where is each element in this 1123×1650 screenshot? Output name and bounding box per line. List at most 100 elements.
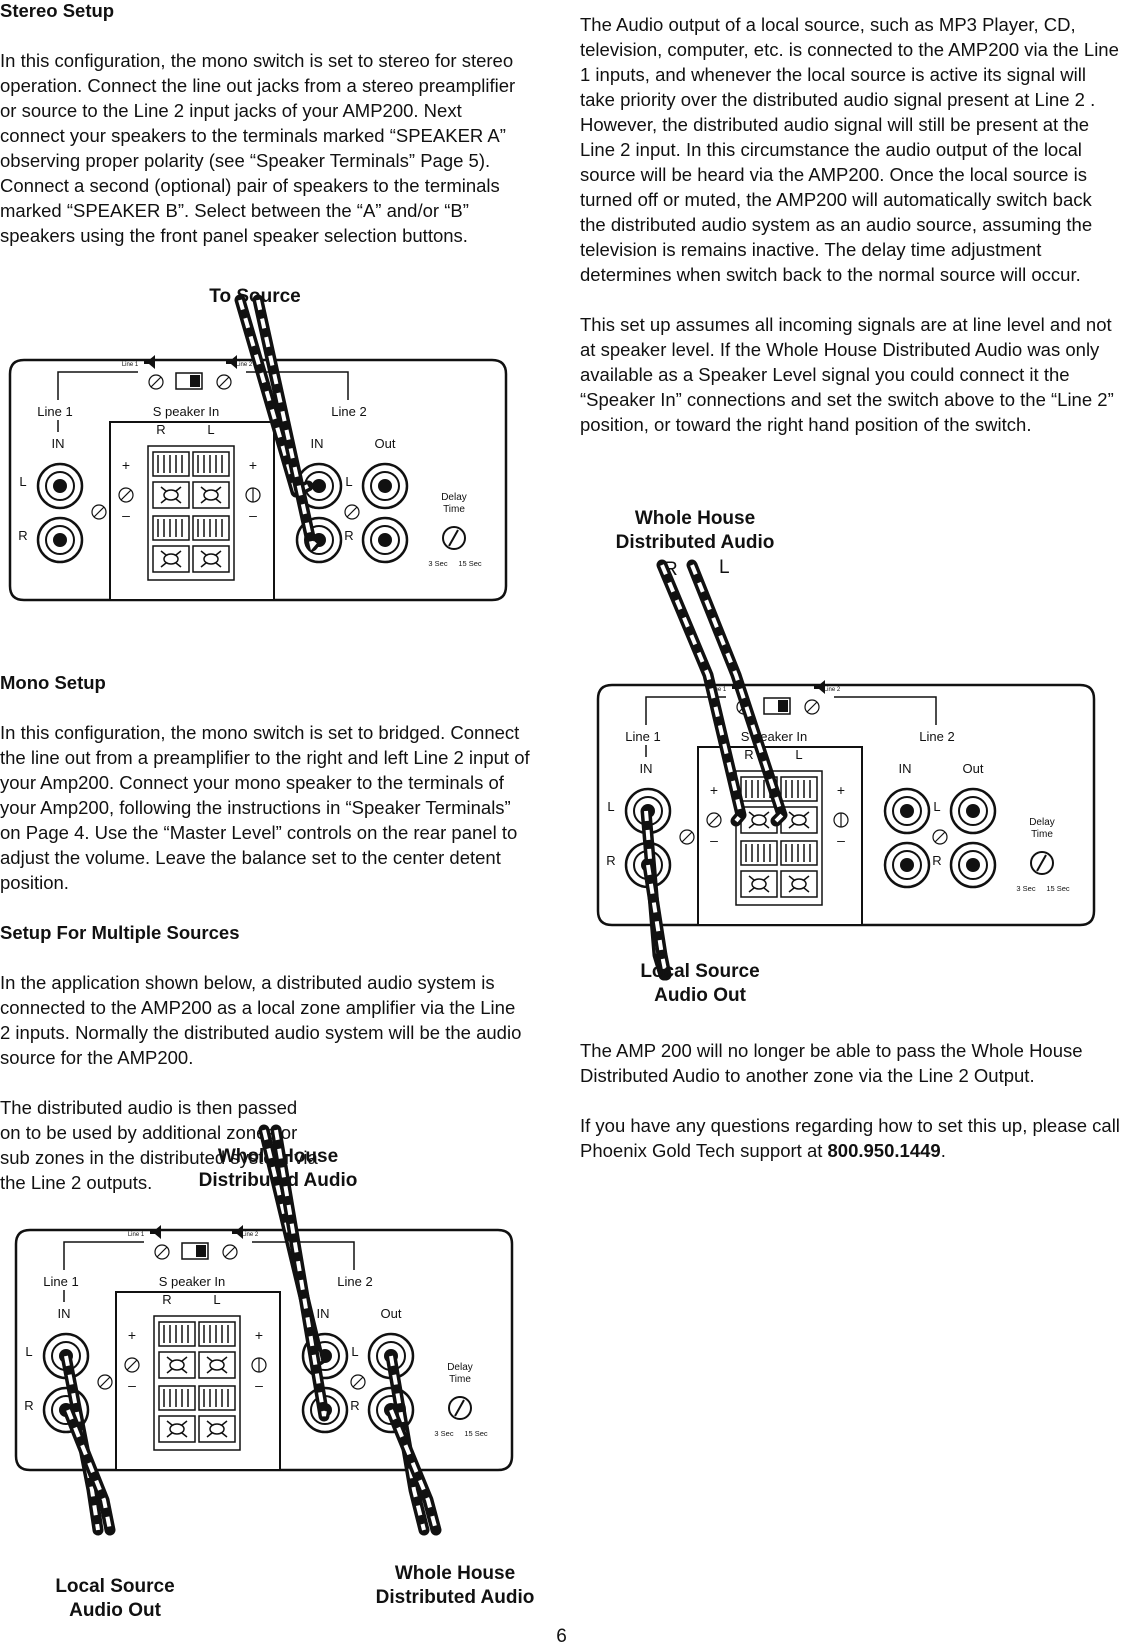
line1-r-label: R (606, 853, 615, 868)
line2-label: Line 2 (331, 404, 366, 419)
speaker-in-label: S peaker In (159, 1274, 226, 1289)
right-paragraph-2: This set up assumes all incoming signals… (580, 314, 1114, 435)
line2-r-label: R (344, 528, 353, 543)
line1-label: Line 1 (625, 729, 660, 744)
speaker-l-label: L (207, 422, 214, 437)
speaker-plus-right: + (249, 457, 257, 473)
speaker-l-label: L (213, 1292, 220, 1307)
left-column-top: Stereo Setup In this configuration, the … (0, 0, 520, 273)
line1-label: Line 1 (43, 1274, 78, 1289)
line2-bracket (834, 696, 937, 725)
switch-line1-label: Line 1 (710, 687, 727, 693)
line1-bracket (63, 1241, 144, 1270)
switch-line1-label: Line 1 (122, 362, 139, 368)
speaker-r-label: R (744, 747, 753, 762)
speaker-minus-right: – (837, 832, 845, 848)
diagram3-right-caption: Whole House Distributed Audio (375, 1563, 535, 1608)
stereo-setup-heading: Stereo Setup (0, 0, 115, 21)
line2-label: Line 2 (337, 1274, 372, 1289)
speaker-icon-right (814, 680, 825, 694)
time-label: Time (1031, 829, 1053, 840)
speaker-minus-right: – (249, 507, 257, 523)
multiple-sources-heading: Setup For Multiple Sources (0, 922, 240, 943)
terminal-bar (198, 1321, 236, 1347)
line2-in-label: IN (311, 436, 324, 451)
multiple-sources-body-1: In the application shown below, a distri… (0, 972, 522, 1068)
line1-bracket (57, 371, 138, 400)
speaker-r-label: R (162, 1292, 171, 1307)
right-paragraph-1: The Audio output of a local source, such… (580, 14, 1119, 285)
switch-line2-label: Line 2 (242, 1232, 259, 1238)
line1-l-label: L (607, 799, 614, 814)
time-label: Time (449, 1374, 471, 1385)
speaker-plus-left: + (710, 782, 718, 798)
line2-in-label: IN (317, 1306, 330, 1321)
terminal-bar (192, 515, 230, 541)
right-paragraph-3: The AMP 200 will no longer be able to pa… (580, 1040, 1083, 1086)
speaker-plus-right: + (837, 782, 845, 798)
terminal-bar (152, 515, 190, 541)
speaker-minus-right: – (255, 1377, 263, 1393)
line1-in-label: IN (58, 1306, 71, 1321)
support-phone: 800.950.1449 (827, 1140, 941, 1161)
delay-15sec-label: 15 Sec (1046, 884, 1070, 893)
diagram3-left-caption: Local Source Audio Out (55, 1576, 175, 1621)
speaker-plus-left: + (128, 1327, 136, 1343)
multiple-sources-body-2: The distributed audio is then passed on … (0, 1097, 318, 1193)
delay-3sec-label: 3 Sec (434, 1429, 453, 1438)
right-paragraph-4: If you have any questions regarding how … (580, 1113, 1120, 1163)
terminal-bar (158, 1321, 196, 1347)
line1-in-label: IN (640, 761, 653, 776)
diagram2-l-label: L (719, 557, 730, 578)
mono-setup-heading: Mono Setup (0, 672, 106, 693)
terminal-bar (192, 451, 230, 477)
cables (60, 1124, 442, 1536)
diagram2-bottom-caption: Local Source Audio Out (640, 961, 760, 1006)
line2-r-label: R (350, 1398, 359, 1413)
line2-in-label: IN (899, 761, 912, 776)
line1-l-label: L (25, 1344, 32, 1359)
delay-label: Delay (1029, 817, 1055, 828)
support-text: If you have any questions regarding how … (580, 1115, 1120, 1161)
line2-l-label: L (345, 474, 352, 489)
speaker-minus-left: – (128, 1377, 136, 1393)
line2-label: Line 2 (919, 729, 954, 744)
speaker-icon-right (226, 355, 237, 369)
line2-bracket (246, 371, 349, 400)
delay-label: Delay (441, 492, 467, 503)
right-column-top: The Audio output of a local source, such… (580, 12, 1120, 462)
terminal-bar (152, 451, 190, 477)
speaker-minus-left: – (122, 507, 130, 523)
line2-l-label: L (351, 1344, 358, 1359)
terminal-bar (158, 1385, 196, 1411)
line2-out-label: Out (963, 761, 984, 776)
time-label: Time (443, 504, 465, 515)
terminal-bar (780, 776, 818, 802)
speaker-l-label: L (795, 747, 802, 762)
cables (234, 294, 323, 552)
cables (640, 559, 788, 981)
terminal-bar (740, 840, 778, 866)
line1-r-label: R (24, 1398, 33, 1413)
delay-3sec-label: 3 Sec (1016, 884, 1035, 893)
line1-in-label: IN (52, 436, 65, 451)
delay-label: Delay (447, 1362, 473, 1373)
terminal-bar (780, 840, 818, 866)
speaker-terminal-block (153, 1315, 241, 1451)
line1-bracket (645, 696, 726, 725)
terminal-clip (780, 870, 818, 898)
delay-3sec-label: 3 Sec (428, 559, 447, 568)
speaker-icon-right (232, 1225, 243, 1239)
speaker-icon-left (150, 1225, 161, 1239)
line1-r-label: R (18, 528, 27, 543)
line2-l-label: L (933, 799, 940, 814)
switch-line2-label: Line 2 (236, 362, 253, 368)
stereo-setup-body: In this configuration, the mono switch i… (0, 50, 516, 246)
line1-l-label: L (19, 474, 26, 489)
diagram2-top-caption: Whole House Distributed Audio (615, 508, 775, 553)
